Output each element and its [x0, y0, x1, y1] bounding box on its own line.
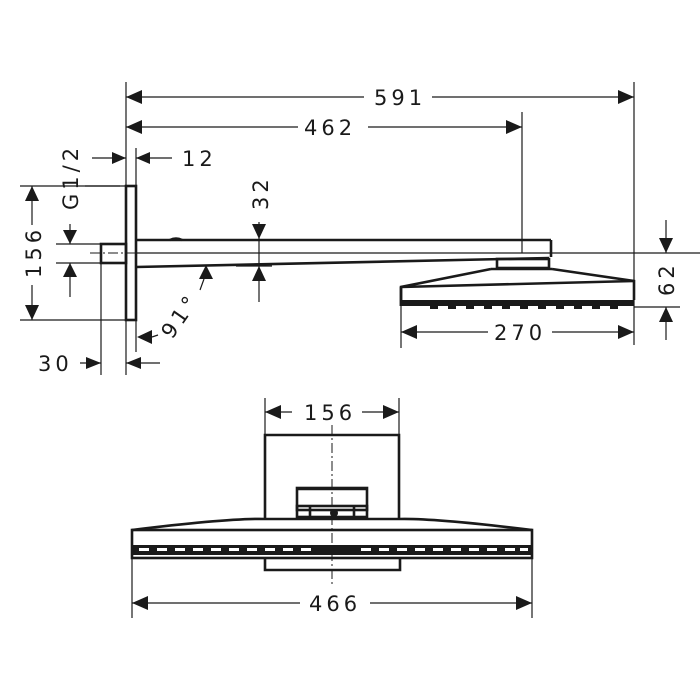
dim-wall-plate-height-label: 156 — [22, 226, 46, 278]
shower-arm — [135, 237, 700, 269]
dim-head-width-front: 466 — [131, 558, 533, 618]
dim-wall-plate-width-label: 156 — [304, 401, 356, 425]
front-view: 156 — [130, 398, 534, 618]
dim-head-height-label: 62 — [655, 261, 679, 296]
dim-arm-angle-label: 91° — [156, 289, 204, 343]
dim-thread: G1/2 — [56, 144, 120, 297]
dim-head-width-side-label: 270 — [494, 321, 546, 345]
dim-arm-height-label: 32 — [249, 175, 273, 210]
dim-thread-projection-label: 30 — [38, 352, 73, 376]
dim-arm-angle: 91° — [137, 265, 213, 344]
dim-arm-length-label: 462 — [304, 116, 356, 140]
dim-thread-projection: 30 — [38, 352, 160, 376]
dim-plate-thickness: 12 — [92, 147, 217, 171]
shower-head-front — [130, 517, 534, 572]
dim-head-width-side: 270 — [400, 306, 634, 348]
shower-head-side — [399, 257, 636, 309]
side-view: 591 462 12 156 — [20, 82, 700, 376]
dim-plate-thickness-label: 12 — [182, 147, 217, 171]
dim-wall-plate-width: 156 — [264, 398, 400, 435]
dim-head-width-front-label: 466 — [309, 592, 361, 616]
dim-arm-length: 462 — [126, 116, 522, 140]
dim-overall-length: 591 — [126, 86, 634, 110]
dim-head-height: 62 — [634, 220, 680, 340]
dim-overall-length-label: 591 — [374, 86, 426, 110]
dim-wall-plate-height: 156 — [20, 185, 126, 321]
dim-thread-label: G1/2 — [59, 144, 83, 210]
dim-arm-height: 32 — [236, 175, 273, 302]
connector-front — [295, 486, 369, 519]
